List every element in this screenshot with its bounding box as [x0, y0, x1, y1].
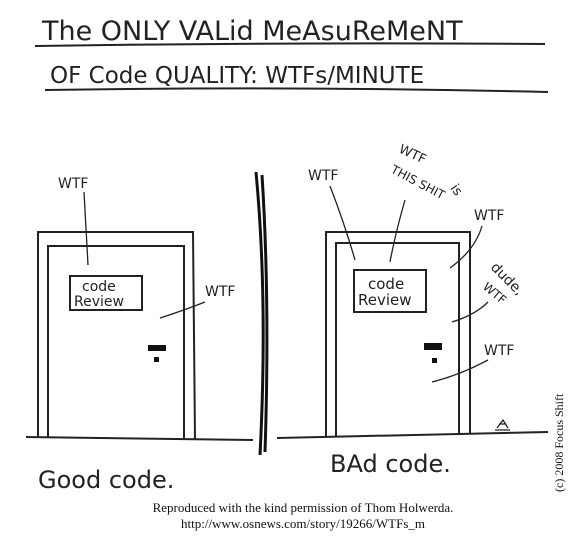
- right-wtf-lower-right-pointer: [431, 359, 489, 383]
- door-sign-right: [353, 269, 427, 313]
- floor-line-left: [25, 436, 254, 441]
- good-code-panel: code Review WTF WTF Good code.: [25, 176, 254, 494]
- copyright-note: (c) 2008 Focus Shift: [552, 393, 566, 492]
- right-dude-pointer: [451, 301, 489, 323]
- right-wtf-upper-right-pointer: [449, 225, 483, 269]
- door-sign-left-line2: Review: [74, 294, 124, 310]
- door-sign-right-line1: code: [368, 275, 404, 293]
- right-wtf-lower-right: WTF: [484, 343, 514, 359]
- left-wtf-top-pointer: [83, 191, 89, 266]
- door-sign-left: [69, 275, 143, 311]
- right-wtf-is-line2: is: [447, 182, 465, 199]
- door-sign-left-line1: code: [82, 279, 116, 295]
- door-frame-outer-left: [37, 231, 196, 441]
- door-handle-right: [424, 343, 442, 350]
- left-wtf-right-pointer: [159, 301, 206, 319]
- right-wtf-is-pointer: [389, 199, 406, 263]
- right-wtf-is-line3: THIS SHIT: [388, 162, 448, 203]
- credit-line-1: Reproduced with the kind permission of T…: [153, 500, 454, 515]
- right-wtf-is-line1: WTF: [396, 142, 428, 168]
- bad-code-caption: BAd code.: [330, 450, 451, 478]
- door-keyhole-left: [154, 357, 159, 362]
- good-code-caption: Good code.: [38, 466, 174, 494]
- floor-line-right: [276, 431, 549, 439]
- door-sign-right-line2: Review: [358, 291, 412, 309]
- door-frame-outer-right: [325, 231, 471, 436]
- right-wtf-top-pointer: [329, 185, 356, 261]
- title-underline-1: [34, 42, 546, 47]
- title-line-1: The ONLY VALid MeAsuReMeNT: [41, 16, 463, 47]
- door-keyhole-right: [432, 358, 437, 363]
- title-line-2: OF Code QUALITY: WTFs/MINUTE: [50, 63, 424, 89]
- left-wtf-top: WTF: [58, 176, 88, 192]
- door-frame-inner-right: [335, 242, 460, 436]
- title-underline-2: [44, 87, 549, 93]
- door-handle-left: [148, 345, 166, 351]
- door-frame-inner-left: [47, 245, 185, 438]
- credit-line-2: http://www.osnews.com/story/19266/WTFs_m: [181, 516, 425, 531]
- right-wtf-top: WTF: [308, 168, 338, 184]
- doodle-bug: [495, 418, 510, 431]
- panel-divider: [254, 171, 269, 456]
- right-wtf-upper-right: WTF: [474, 208, 504, 224]
- left-wtf-right: WTF: [205, 284, 235, 300]
- bad-code-panel: code Review WTF WTF is THIS SHIT WTF dud…: [276, 142, 549, 478]
